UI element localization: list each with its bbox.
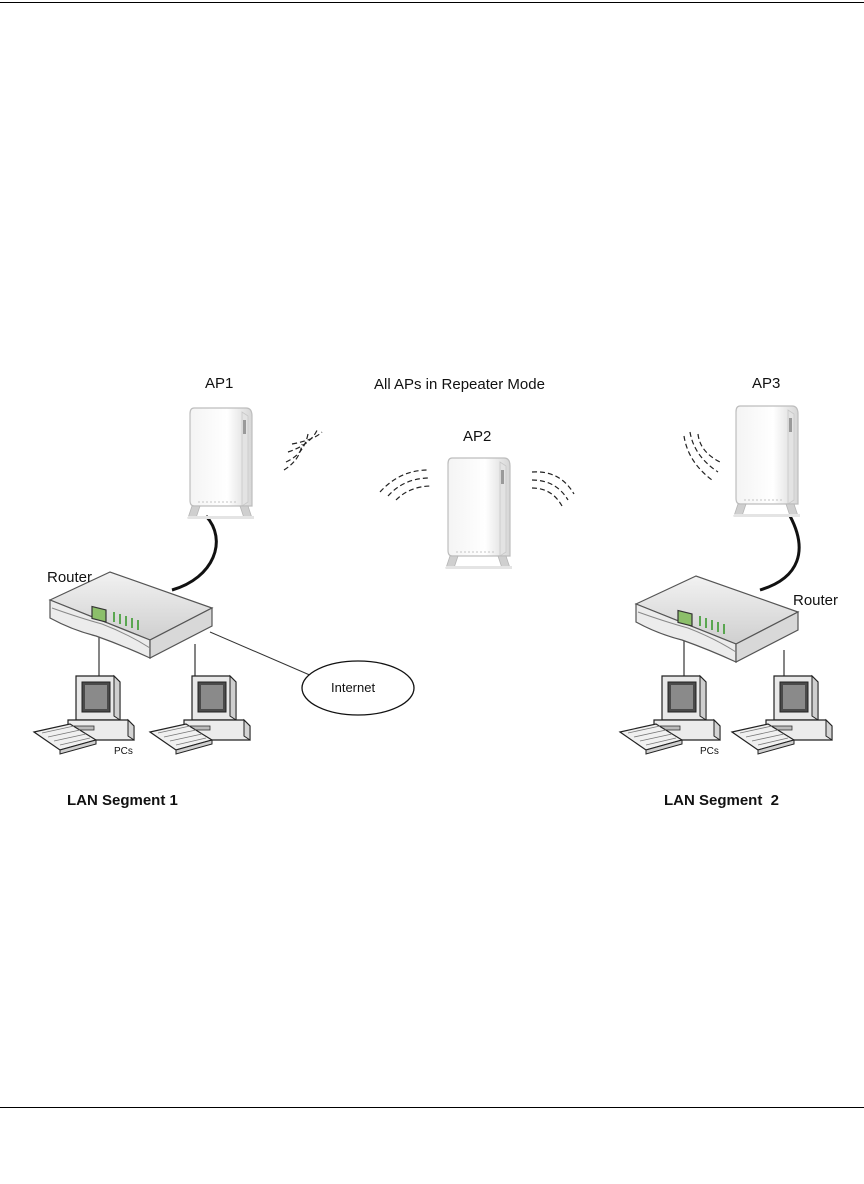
pc-left-2 xyxy=(149,675,251,755)
cables xyxy=(98,514,801,677)
ap3-label: AP3 xyxy=(752,375,780,392)
ap1-device xyxy=(187,407,255,520)
router-right-label: Router xyxy=(793,592,838,609)
top-rule xyxy=(0,2,864,3)
lan-segment-1-label: LAN Segment 1 xyxy=(67,792,178,809)
signal-waves-ap1 xyxy=(283,427,323,471)
cable-router-left-internet xyxy=(209,631,313,677)
ap2-device xyxy=(445,457,513,570)
internet-ellipse xyxy=(301,660,415,716)
pcs-left-label: PCs xyxy=(114,746,133,757)
diagram-title: All APs in Repeater Mode xyxy=(374,376,545,393)
signal-waves-ap3 xyxy=(683,431,721,481)
pc-right-2 xyxy=(731,675,833,755)
signal-waves-ap2-left xyxy=(379,469,433,501)
pc-right-1 xyxy=(619,675,721,755)
pcs-right-label: PCs xyxy=(700,746,719,757)
internet-label: Internet xyxy=(331,680,375,695)
lan-segment-2-label: LAN Segment 2 xyxy=(664,792,779,809)
signal-waves-ap2-right xyxy=(531,471,575,507)
cable-ap1-router-left xyxy=(171,514,218,592)
router-right-device xyxy=(635,575,799,663)
router-left-label: Router xyxy=(47,569,92,586)
cable-ap3-router-right xyxy=(759,515,801,592)
ap2-label: AP2 xyxy=(463,428,491,445)
ap1-label: AP1 xyxy=(205,375,233,392)
ap3-device xyxy=(733,405,801,518)
pc-left-1 xyxy=(33,675,135,755)
bottom-rule xyxy=(0,1107,864,1108)
